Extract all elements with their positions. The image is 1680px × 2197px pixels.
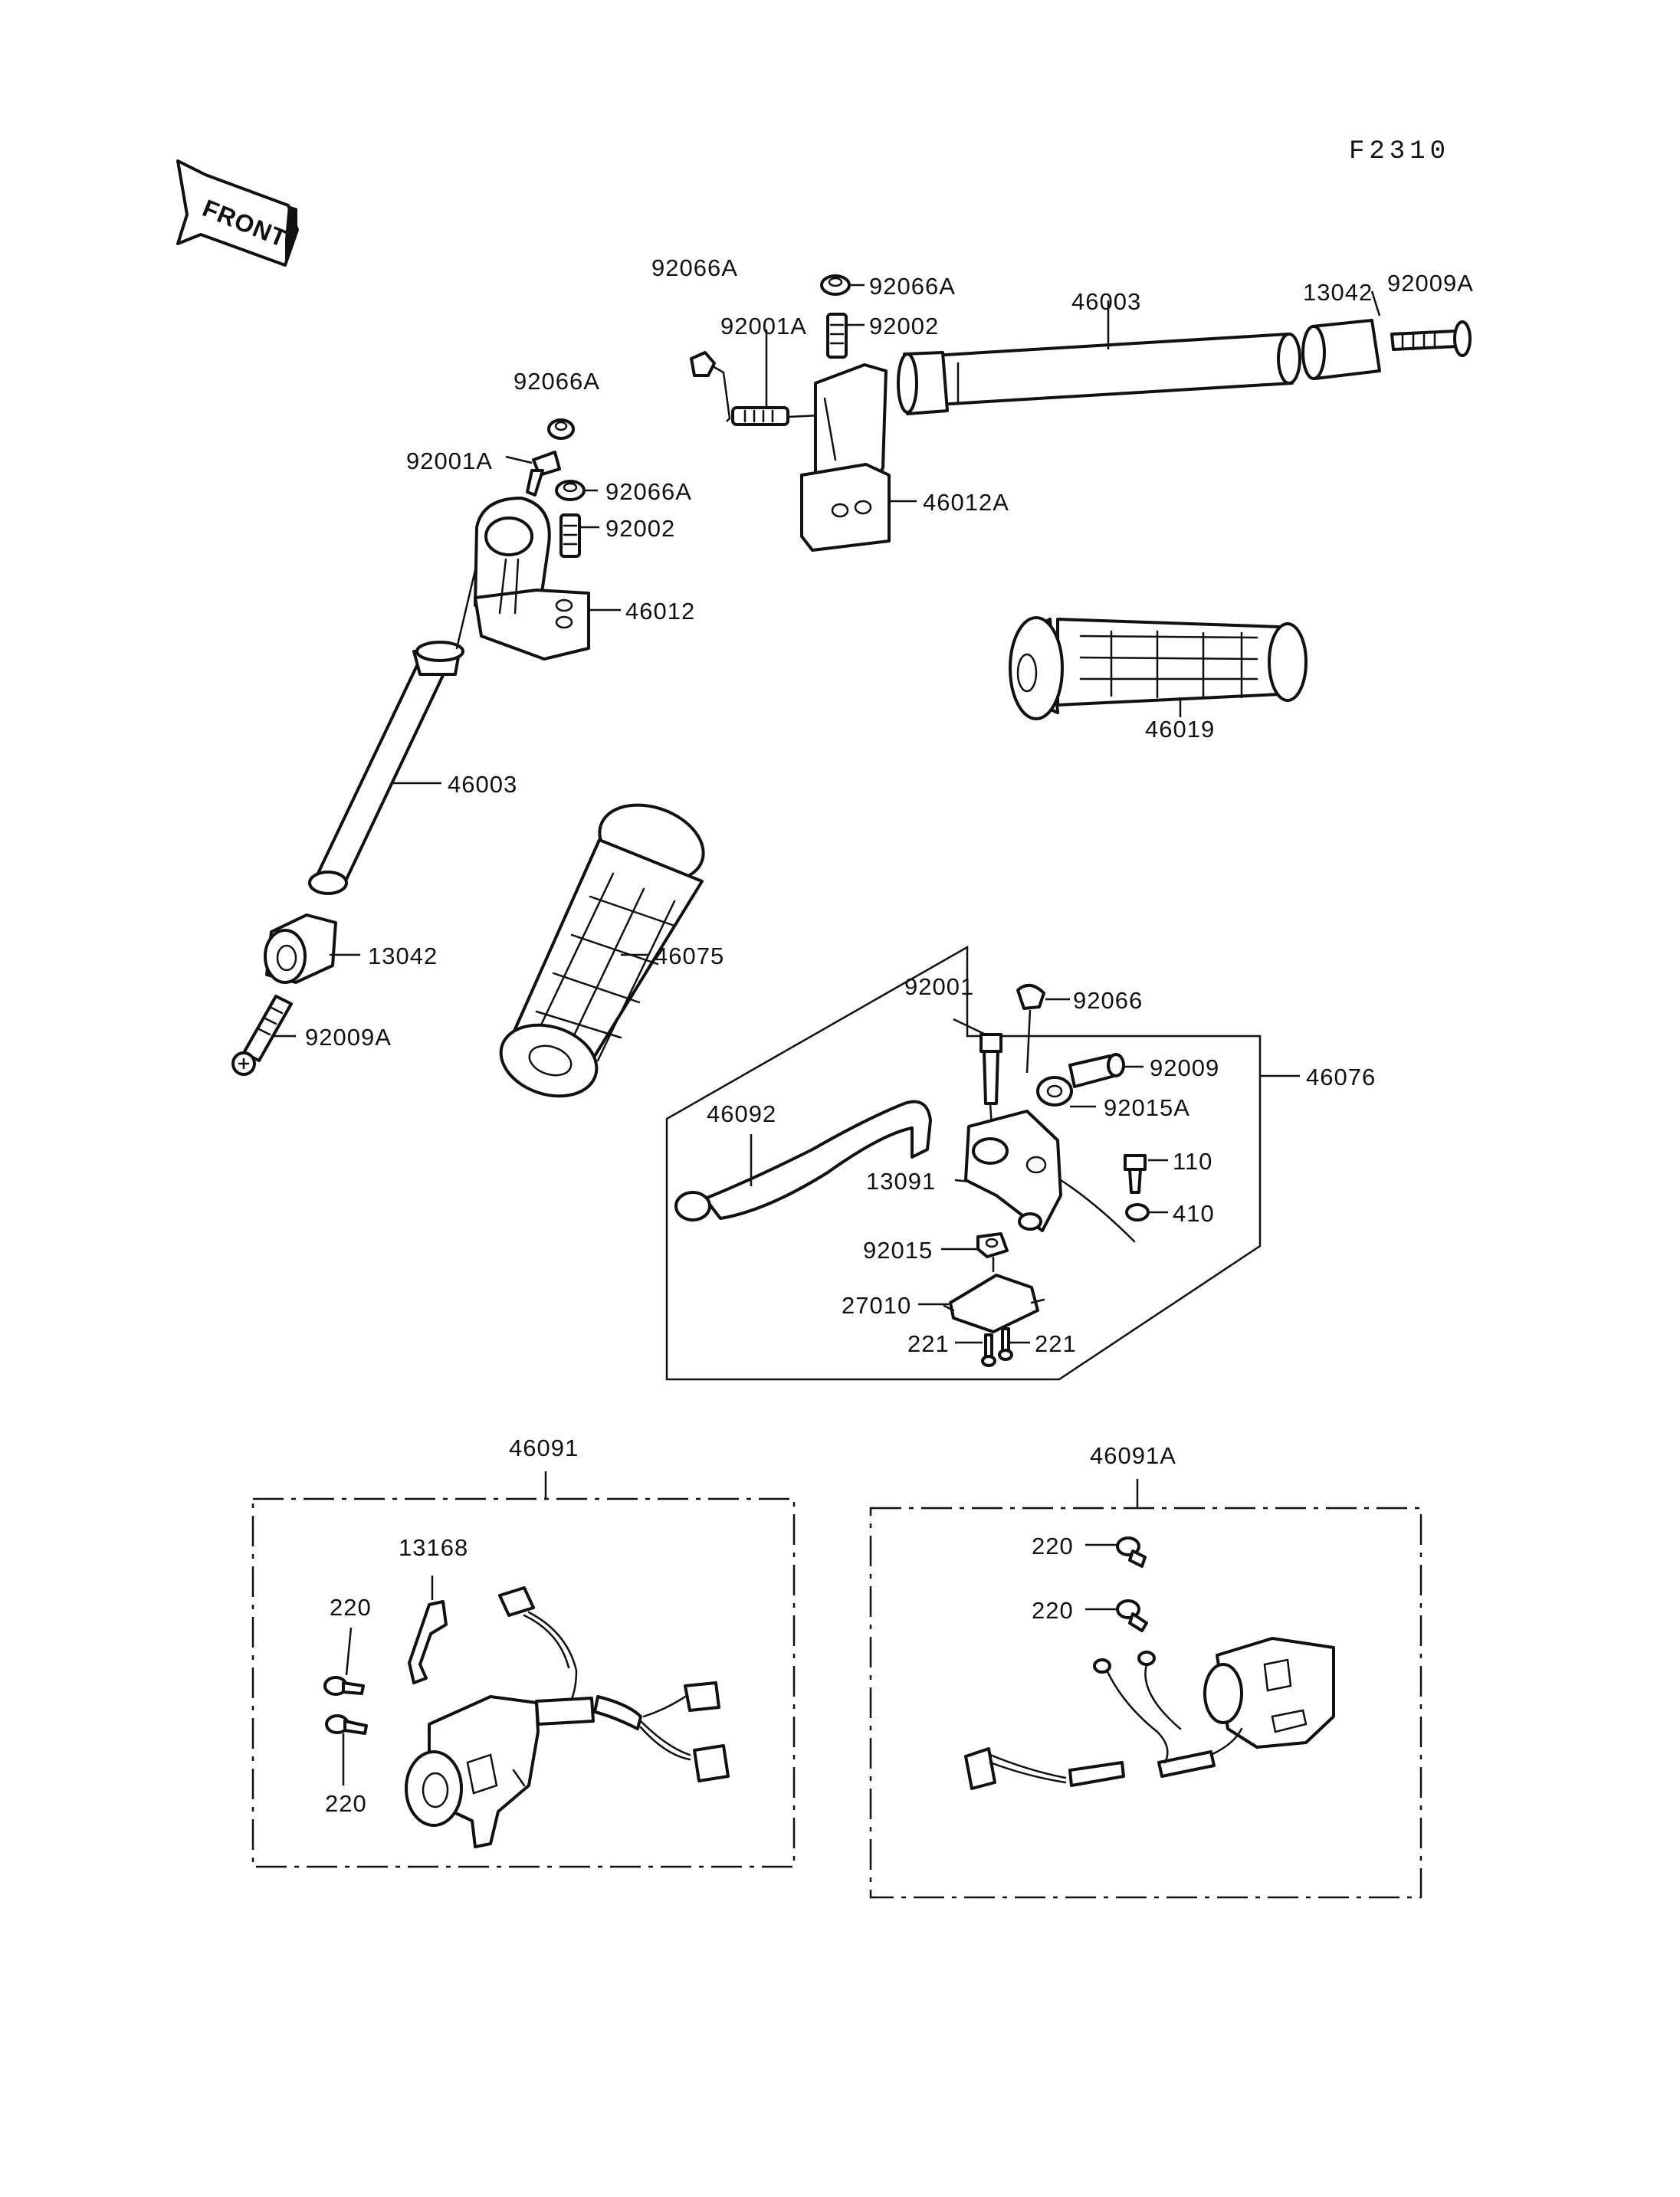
part-46012-holder bbox=[474, 497, 621, 661]
part-46092-lever bbox=[674, 1100, 932, 1221]
part-92066A-cap-left2 bbox=[555, 480, 598, 501]
label-221: 221 bbox=[1035, 1330, 1077, 1357]
part-46091A-harness bbox=[964, 1651, 1243, 1790]
part-92066A-cap-left1 bbox=[547, 418, 575, 440]
part-13168-clip bbox=[408, 1576, 448, 1684]
label-46012A: 46012A bbox=[923, 489, 1009, 516]
label-220: 220 bbox=[1032, 1597, 1074, 1624]
part-110-screw bbox=[1124, 1154, 1168, 1194]
label-13042: 13042 bbox=[1303, 279, 1373, 306]
label-46092: 46092 bbox=[707, 1100, 776, 1127]
part-92002-bolt-left bbox=[559, 513, 599, 558]
label-92066A: 92066A bbox=[605, 478, 692, 505]
part-220-screw-c bbox=[1085, 1536, 1147, 1568]
part-92015-nut bbox=[941, 1232, 1009, 1272]
part-92001A-bolt-top bbox=[731, 330, 821, 426]
part-92015A-nut bbox=[1036, 1076, 1096, 1108]
label-46003: 46003 bbox=[1071, 288, 1141, 315]
label-46076: 46076 bbox=[1306, 1064, 1376, 1090]
part-92066-cap bbox=[1016, 984, 1070, 1074]
part-92066A-clip-top bbox=[690, 351, 731, 422]
label-92001A: 92001A bbox=[406, 448, 493, 474]
part-410-washer bbox=[1125, 1203, 1168, 1221]
label-220: 220 bbox=[1032, 1533, 1074, 1559]
diagram-code: F2310 bbox=[1349, 137, 1450, 166]
part-92002-bolt-top bbox=[826, 313, 865, 359]
label-13168: 13168 bbox=[399, 1534, 468, 1561]
label-92015A: 92015A bbox=[1104, 1094, 1190, 1121]
part-13042-weight-left bbox=[264, 913, 360, 984]
part-220-screw-a bbox=[323, 1627, 365, 1696]
label-92066A: 92066A bbox=[651, 254, 738, 281]
label-92001: 92001 bbox=[904, 973, 974, 1000]
label-92002: 92002 bbox=[869, 313, 939, 339]
label-46091: 46091 bbox=[509, 1435, 579, 1461]
part-92066A-cap-top bbox=[820, 274, 865, 296]
label-46003: 46003 bbox=[448, 771, 517, 798]
part-92009A-bolt-left bbox=[231, 995, 296, 1076]
part-46019-grip bbox=[1009, 616, 1308, 720]
label-221: 221 bbox=[907, 1330, 950, 1357]
front-arrow-icon: FRONT bbox=[176, 159, 299, 267]
label-92001A: 92001A bbox=[720, 313, 807, 339]
label-46012: 46012 bbox=[625, 598, 695, 625]
label-46019: 46019 bbox=[1145, 716, 1215, 743]
part-13042-weight-top bbox=[1301, 290, 1381, 380]
label-92066A: 92066A bbox=[869, 273, 956, 300]
label-92009A: 92009A bbox=[305, 1024, 392, 1051]
part-46003-bar-left bbox=[308, 569, 477, 895]
part-46091A-switch-housing bbox=[1203, 1637, 1335, 1749]
box-46076 bbox=[665, 945, 1262, 1381]
label-220: 220 bbox=[330, 1594, 372, 1621]
label-92066A: 92066A bbox=[514, 368, 600, 395]
label-92009A: 92009A bbox=[1387, 270, 1474, 297]
part-46075-grip bbox=[499, 803, 705, 1098]
part-13091-bracket bbox=[954, 1110, 1136, 1243]
label-92002: 92002 bbox=[605, 515, 675, 542]
part-220-screw-b bbox=[325, 1714, 368, 1785]
part-46003-bar-top bbox=[897, 300, 1301, 415]
label-92009: 92009 bbox=[1150, 1054, 1219, 1081]
label-13091: 13091 bbox=[866, 1168, 936, 1195]
part-46091-harness bbox=[498, 1586, 730, 1782]
part-92009A-bolt-top bbox=[1390, 320, 1472, 357]
label-46075: 46075 bbox=[655, 943, 724, 969]
label-110: 110 bbox=[1173, 1148, 1212, 1175]
label-13042: 13042 bbox=[368, 943, 438, 969]
part-46012A-holder bbox=[800, 363, 917, 552]
label-27010: 27010 bbox=[842, 1292, 911, 1319]
label-92066: 92066 bbox=[1073, 987, 1143, 1014]
part-27010-switch bbox=[918, 1274, 1045, 1333]
part-92009-bolt bbox=[1068, 1053, 1144, 1088]
part-220-screw-d bbox=[1085, 1599, 1148, 1632]
label-220: 220 bbox=[325, 1790, 367, 1817]
part-labels: 92066A 92066A 92001A 92002 46003 13042 9… bbox=[305, 254, 1474, 1817]
box-46091A bbox=[869, 1507, 1422, 1899]
label-410: 410 bbox=[1173, 1200, 1215, 1227]
label-92015: 92015 bbox=[863, 1237, 933, 1264]
part-46091-switch-housing bbox=[405, 1695, 540, 1848]
label-46091A: 46091A bbox=[1090, 1442, 1176, 1469]
part-92001A-bolt-left bbox=[505, 451, 561, 497]
box-46091 bbox=[251, 1497, 796, 1868]
part-221-screws bbox=[955, 1327, 1030, 1367]
